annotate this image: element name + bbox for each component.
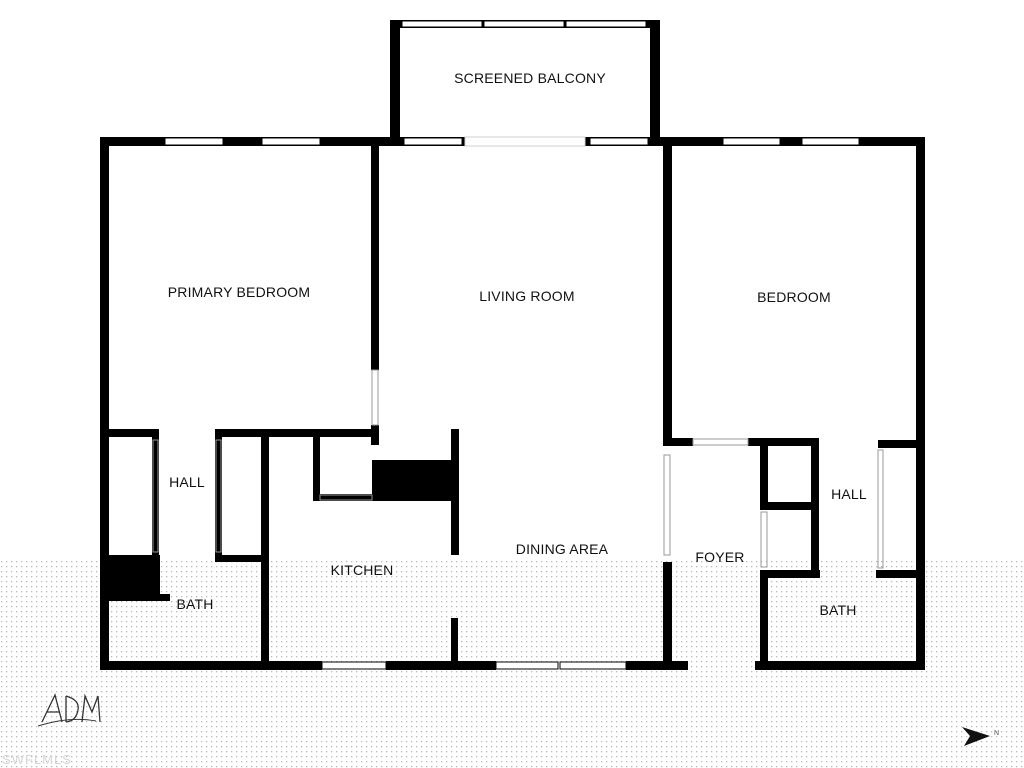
bottom-wall-far-right [755,661,925,670]
foyer-top-wall-right [748,438,818,446]
label-screened-balcony: SCREENED BALCONY [454,70,606,86]
kitchen-island-stub [451,618,458,670]
living-side-opening [371,369,379,426]
hall-closet-wall [152,429,159,555]
hall-right-door [215,439,222,553]
svg-text:N: N [994,730,999,737]
label-hall-right: HALL [831,486,867,502]
label-hall-left: HALL [169,474,205,490]
living-bedroom-wall [663,137,672,444]
living-opening [464,136,586,147]
right-hall-door [877,449,884,569]
pantry-door [319,494,373,501]
living-window-2 [589,137,649,146]
foyer-door-left [663,454,671,556]
bedroom-living-wall [371,137,379,370]
foyer-top-opening [692,438,749,446]
signature-logo [37,693,101,727]
bottom-window-2 [495,661,559,670]
primary-window-2 [261,137,321,146]
foyer-left-wall [663,562,672,670]
bottom-wall-left [100,661,322,670]
bottom-window-1 [321,661,387,670]
primary-bottom-wall-left [100,429,158,437]
foyer-top-wall-left [663,438,693,446]
right-hall-top-wall [878,440,925,448]
kitchen-pantry-wall [313,429,320,501]
primary-window-1 [164,137,224,146]
bedroom-window-2 [801,137,860,146]
kitchen-right-wall [451,429,459,555]
balcony-window-3 [565,20,647,28]
right-hall-bottom-wall [876,570,925,578]
bath-right-left-wall [760,570,768,670]
bottom-wall-mid [386,661,496,670]
label-bedroom: BEDROOM [757,289,831,305]
north-arrow-icon: N [962,727,999,746]
primary-bottom-wall-right [215,429,379,437]
bottom-window-3 [559,661,627,670]
living-window-1 [403,137,463,146]
bath-left-block [100,555,160,600]
closet-door [760,511,768,568]
kitchen-left-wall [261,429,269,670]
label-primary-bedroom: PRIMARY BEDROOM [168,284,311,300]
door-openings [152,369,884,569]
hall-right-wall [215,429,222,561]
watermark-corner: SWFLMLS [2,752,72,767]
balcony-window-1 [401,20,483,28]
room-labels: SCREENED BALCONY PRIMARY BEDROOM LIVING … [168,70,867,618]
balcony-left-wall [390,20,400,142]
kitchen-pantry-bottom [313,494,373,501]
label-bath-right: BATH [819,602,856,618]
bedroom-window-1 [722,137,781,146]
hall-bottom-wall [215,555,265,562]
bottom-wall-right [626,661,688,670]
windows [164,20,860,670]
closet-right-wall [811,438,819,578]
label-bath-left: BATH [176,596,213,612]
balcony-right-wall [650,20,660,142]
right-exterior-wall [916,137,925,670]
left-exterior-wall [100,137,109,670]
closet-bottom-wall [760,502,818,510]
label-living-room: LIVING ROOM [479,288,575,304]
balcony-window-2 [483,20,565,28]
label-dining-area: DINING AREA [516,541,609,557]
bath-right-top-wall [760,570,820,578]
closet-left-wall [760,438,768,508]
label-kitchen: KITCHEN [331,562,394,578]
kitchen-counter-block [372,460,457,501]
label-foyer: FOYER [695,549,744,565]
hall-closet-door [152,439,159,553]
bath-left-ledge [100,594,170,601]
